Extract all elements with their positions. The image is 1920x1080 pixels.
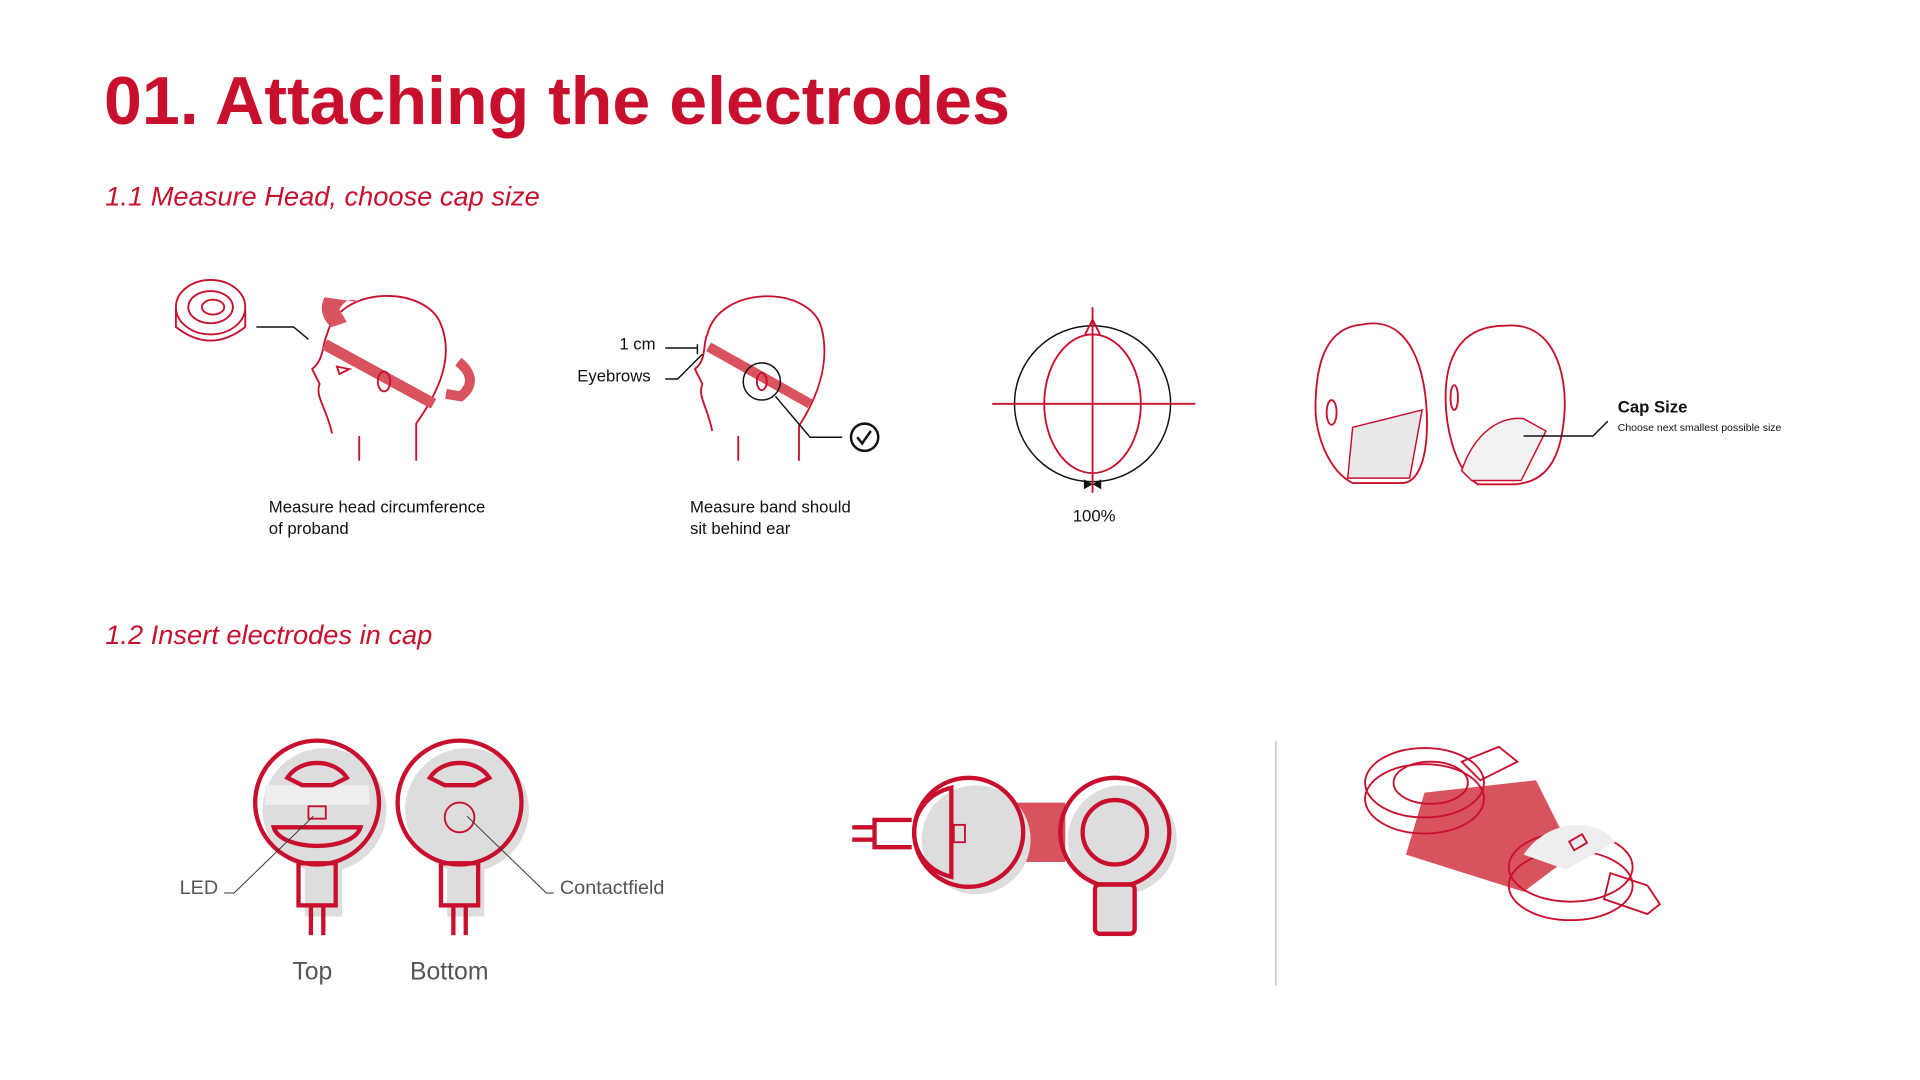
cap-size-illustration bbox=[1314, 322, 1609, 486]
step1-caption-line1: Measure head circumference bbox=[269, 498, 486, 517]
cap-size-note: Choose next smallest possible size bbox=[1618, 422, 1782, 434]
checkmark-icon bbox=[849, 422, 880, 453]
section-heading-measure: 1.1 Measure Head, choose cap size bbox=[105, 181, 540, 212]
cap-size-title: Cap Size bbox=[1618, 397, 1688, 416]
electrode-insert-side-illustration bbox=[852, 775, 1177, 937]
measure-head-illustration bbox=[174, 278, 475, 461]
one-cm-label: 1 cm bbox=[619, 334, 655, 353]
circumference-value: 100% bbox=[1073, 506, 1116, 525]
band-position-illustration bbox=[665, 295, 880, 461]
page-title: 01. Attaching the electrodes bbox=[104, 63, 1010, 139]
head-top-view-illustration bbox=[992, 307, 1196, 493]
measuring-tape-icon bbox=[174, 278, 247, 342]
section-heading-insert: 1.2 Insert electrodes in cap bbox=[105, 619, 432, 650]
eyebrows-label: Eyebrows bbox=[577, 366, 650, 385]
step1-caption-line2: of proband bbox=[269, 519, 349, 538]
step2-caption-line1: Measure band should bbox=[690, 498, 851, 517]
contactfield-label: Contactfield bbox=[560, 877, 665, 899]
step2-caption-line2: sit behind ear bbox=[690, 519, 791, 538]
electrode-top-illustration bbox=[253, 738, 387, 936]
electrode-holder-isometric-illustration bbox=[1364, 745, 1662, 922]
bottom-label: Bottom bbox=[410, 959, 488, 986]
electrode-bottom-illustration bbox=[395, 738, 529, 936]
top-label: Top bbox=[292, 959, 332, 986]
led-label: LED bbox=[180, 877, 219, 899]
